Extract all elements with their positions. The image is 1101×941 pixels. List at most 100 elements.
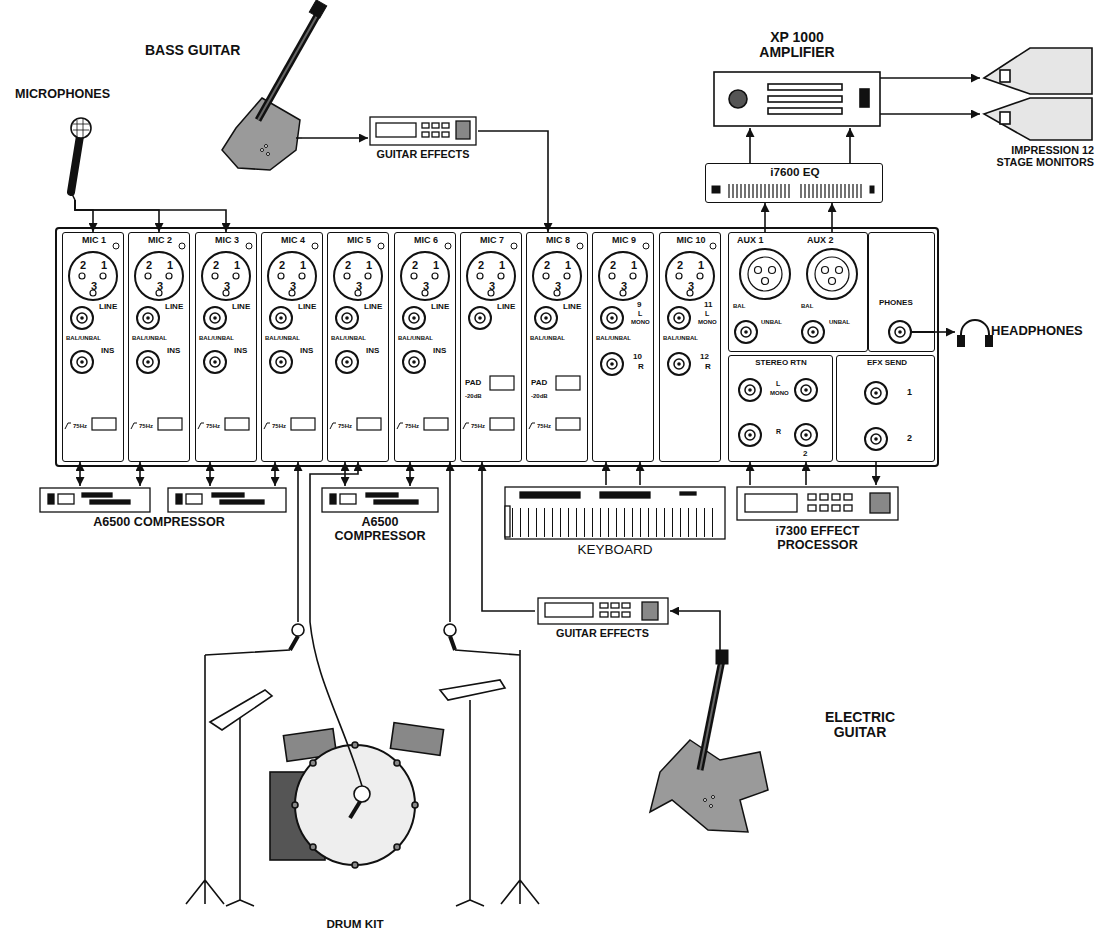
effects-unit (442, 123, 449, 128)
jack-socket (801, 430, 811, 440)
xlr-socket (564, 273, 570, 279)
effects-unit (622, 603, 630, 608)
electric-guitar (650, 740, 768, 832)
channel-strip-text: 75Hz (272, 423, 286, 430)
jack-socket (71, 351, 93, 373)
effects-unit: GUITAR EFFECTS (535, 596, 670, 658)
xlr-socket (202, 252, 250, 300)
instrument: ELECTRIC GUITAR (640, 650, 960, 840)
effects-unit (432, 123, 439, 128)
channel-strip-text: 3 (91, 280, 97, 292)
channel-strip-text: 3 (356, 280, 362, 292)
bass-guitar (258, 14, 318, 120)
xlr-socket (822, 267, 829, 274)
channel-strip-text: MIC 3 (215, 236, 239, 246)
jack-socket (745, 430, 755, 440)
jack-socket (541, 313, 551, 323)
jack-socket (871, 388, 881, 398)
jack-socket (409, 357, 419, 367)
microphone (71, 118, 91, 138)
xlr-socket (268, 252, 316, 300)
xlr-socket (365, 273, 371, 279)
signal-cable (75, 200, 93, 232)
jack-socket (71, 351, 93, 373)
channel-strip: MIC 1021311LMONOBAL/UNBAL12R (659, 232, 721, 462)
bass-guitar (265, 145, 268, 148)
bass-guitar (258, 14, 318, 120)
mixer-body (56, 228, 938, 466)
signal-cable (880, 113, 980, 115)
electric-guitar (710, 805, 713, 808)
channel-strip-text: 2 (345, 259, 351, 271)
keyboard-art (505, 506, 510, 537)
channel-strip-text: 12 (700, 353, 709, 362)
compressor-unit (40, 488, 438, 512)
xlr-socket (599, 252, 647, 300)
jack-socket (865, 382, 887, 404)
jack-socket (276, 313, 286, 323)
xlr-socket (278, 273, 284, 279)
channel-strip-text: PAD (531, 379, 547, 388)
channel-strip-text: 1 (631, 259, 637, 271)
effects-unit (622, 612, 630, 617)
channel-strip-text: -20dB (465, 393, 482, 400)
jack-socket (874, 437, 878, 441)
jack-socket (811, 330, 815, 334)
xlr-socket (666, 252, 714, 300)
microphone (71, 192, 75, 200)
xlr-socket (630, 273, 636, 279)
signal-cable (880, 77, 980, 79)
channel-strip-text: 2 (478, 259, 484, 271)
effect-processor-art (745, 494, 797, 512)
drum-kit-art (352, 742, 358, 748)
channel-strip-text: 1 (366, 259, 372, 271)
electric-guitar (700, 660, 722, 770)
jack-socket (210, 313, 220, 323)
jack-socket (804, 388, 808, 392)
channel-strip-text: 1 (565, 259, 571, 271)
electric-guitar (650, 650, 768, 832)
jack-socket (270, 307, 292, 329)
stereo-return-panel-text: 2 (803, 450, 807, 459)
effects-unit (600, 603, 608, 608)
jack-socket (874, 391, 878, 395)
compressor: A6500 COMPRESSOR (318, 486, 442, 561)
jack-socket (478, 316, 482, 320)
electric-guitar (716, 650, 728, 664)
jack-socket (865, 428, 887, 450)
channel-strip-text: 75Hz (338, 423, 352, 430)
channel-strip-text: 1 (698, 259, 704, 271)
signal-cable (805, 462, 807, 485)
jack-socket (146, 316, 150, 320)
xlr-socket (807, 249, 857, 299)
channel-strip: MIC 1213LINEBAL/UNBALINS75Hz (62, 232, 124, 462)
xlr-socket (815, 257, 849, 291)
signal-cable (302, 137, 368, 139)
channel-strip-text: LINE (497, 303, 515, 312)
effect-processor-art (832, 505, 840, 511)
mixer-body (56, 228, 938, 466)
filter-symbol (65, 423, 71, 429)
channel-strip-text: MIC 7 (480, 236, 504, 246)
channel-strip-text: 75Hz (139, 423, 153, 430)
channel-strip-text: LINE (99, 303, 117, 312)
jack-socket (210, 357, 220, 367)
channel-strip: MIC 5213LINEBAL/UNBALINS75Hz (327, 232, 389, 462)
equalizer-art (712, 184, 874, 198)
stage-monitor (984, 98, 1092, 140)
stereo-return-panel-text: R (776, 428, 781, 436)
channel-strip-text: PAD (465, 379, 481, 388)
effect-processor-art (808, 505, 816, 511)
xlr-socket (609, 273, 615, 279)
channel-strip-text: 2 (213, 259, 219, 271)
screw (312, 243, 318, 249)
channel-strip-text: L (638, 310, 642, 318)
compressor-unit (374, 500, 418, 504)
channel-strip-text: LINE (165, 303, 183, 312)
jack-socket (279, 316, 283, 320)
keyboard-art (505, 487, 725, 539)
stage-monitors-text: IMPRESSION 12 STAGE MONITORS (980, 145, 1094, 169)
channel-strip-text: LINE (431, 303, 449, 312)
keyboard-art (505, 487, 725, 539)
channel-strip-text: 1 (499, 259, 505, 271)
